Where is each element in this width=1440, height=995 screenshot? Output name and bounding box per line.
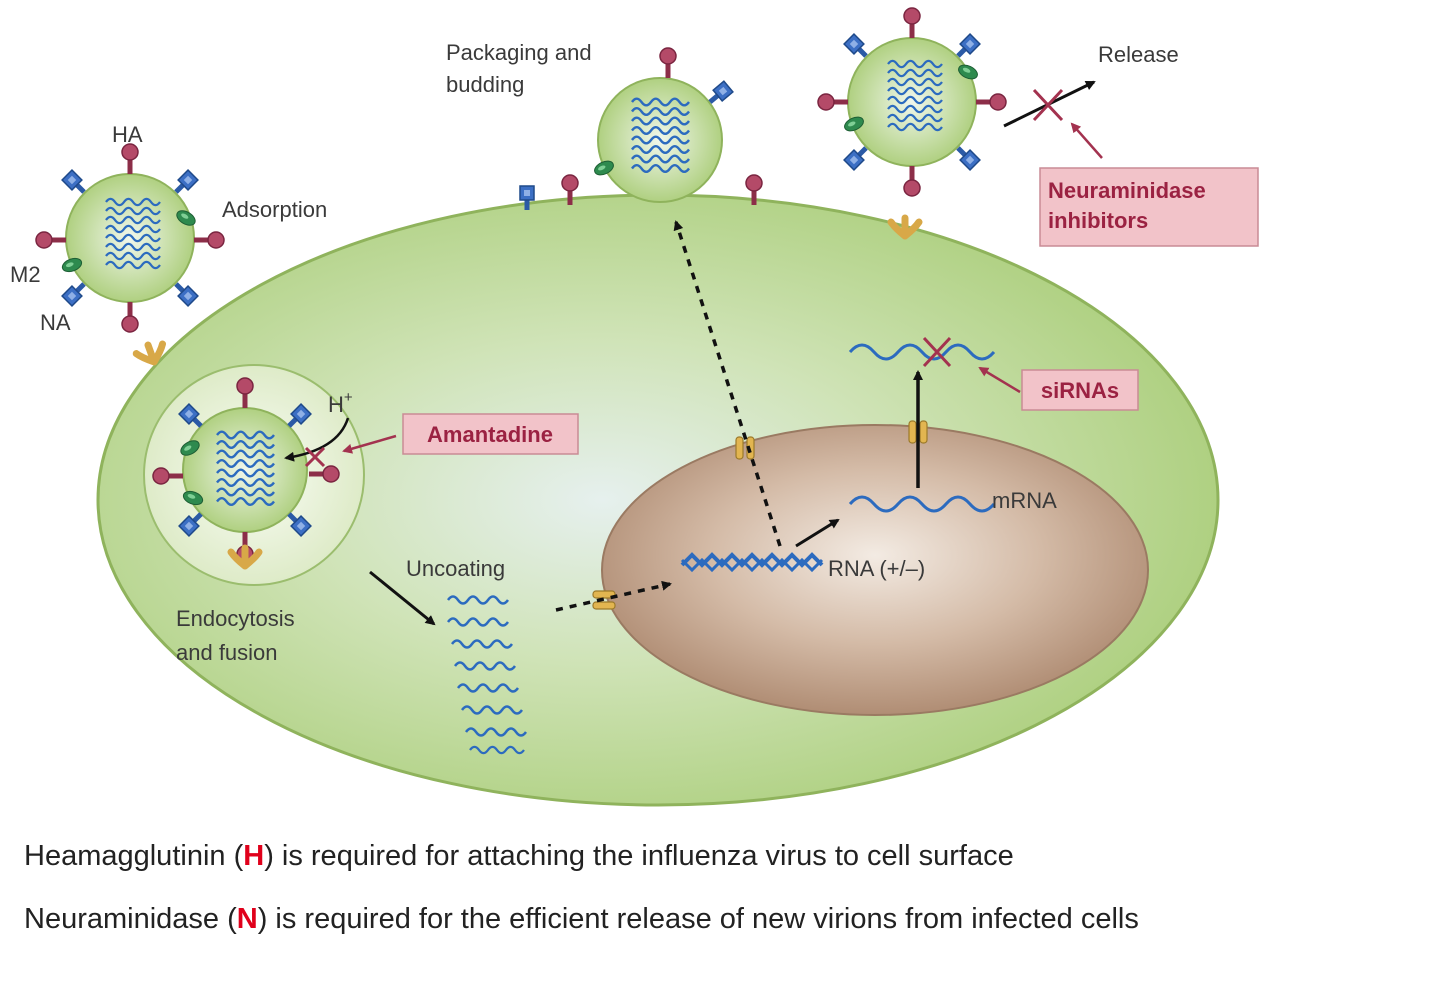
sirnas-box [1021, 369, 1139, 411]
endocytosis-fusion-label: Endocytosis and fusion [176, 606, 301, 665]
h-plus-label: H+ [328, 389, 353, 417]
mrna-label: mRNA [992, 488, 1057, 513]
sirnas-label: siRNAs [1041, 378, 1119, 403]
caption-1-before: Heamagglutinin ( [24, 840, 244, 872]
m2-label: M2 [10, 262, 41, 287]
caption-hemagglutinin: Heamagglutinin (H) is required for attac… [24, 840, 1014, 873]
ha-label: HA [112, 122, 143, 147]
influenza-life-cycle-diagram: H+ [10, 7, 1259, 807]
endosome-virion [152, 377, 340, 563]
packaging-budding-label: Packaging and budding [446, 40, 598, 97]
caption-2-after: ) is required for the efficient release … [257, 903, 1139, 935]
rna-double-strand [680, 552, 824, 573]
caption-2-before: Neuraminidase ( [24, 903, 237, 935]
export-arrow [673, 220, 782, 547]
amantadine-box [402, 413, 579, 455]
mrna-strand [848, 495, 996, 513]
release-label: Release [1098, 42, 1179, 67]
nucleus [601, 424, 1149, 716]
na-label: NA [40, 310, 71, 335]
budding-virion [591, 47, 734, 203]
released-virion [817, 7, 1007, 197]
caption-2-letter: N [236, 903, 258, 935]
nuclear-import-arrow [555, 580, 672, 612]
neuraminidase-inhibitors-box [1039, 167, 1259, 247]
transcription-arrow [795, 518, 840, 548]
uncoating-arrow [369, 570, 436, 626]
adsorbing-virion [35, 143, 225, 333]
neuraminidase-inhibitors-label: Neuraminidase inhibitors [1048, 178, 1212, 233]
rna-label: RNA (+/–) [828, 556, 925, 581]
cytoplasm-mrna-strand [848, 343, 996, 361]
adsorption-label: Adsorption [222, 197, 327, 222]
caption-1-letter: H [243, 840, 265, 872]
amantadine-label: Amantadine [427, 422, 553, 447]
caption-neuraminidase: Neuraminidase (N) is required for the ef… [24, 903, 1139, 936]
uncoating-label: Uncoating [406, 556, 505, 581]
caption-1-after: ) is required for attaching the influenz… [264, 840, 1014, 872]
